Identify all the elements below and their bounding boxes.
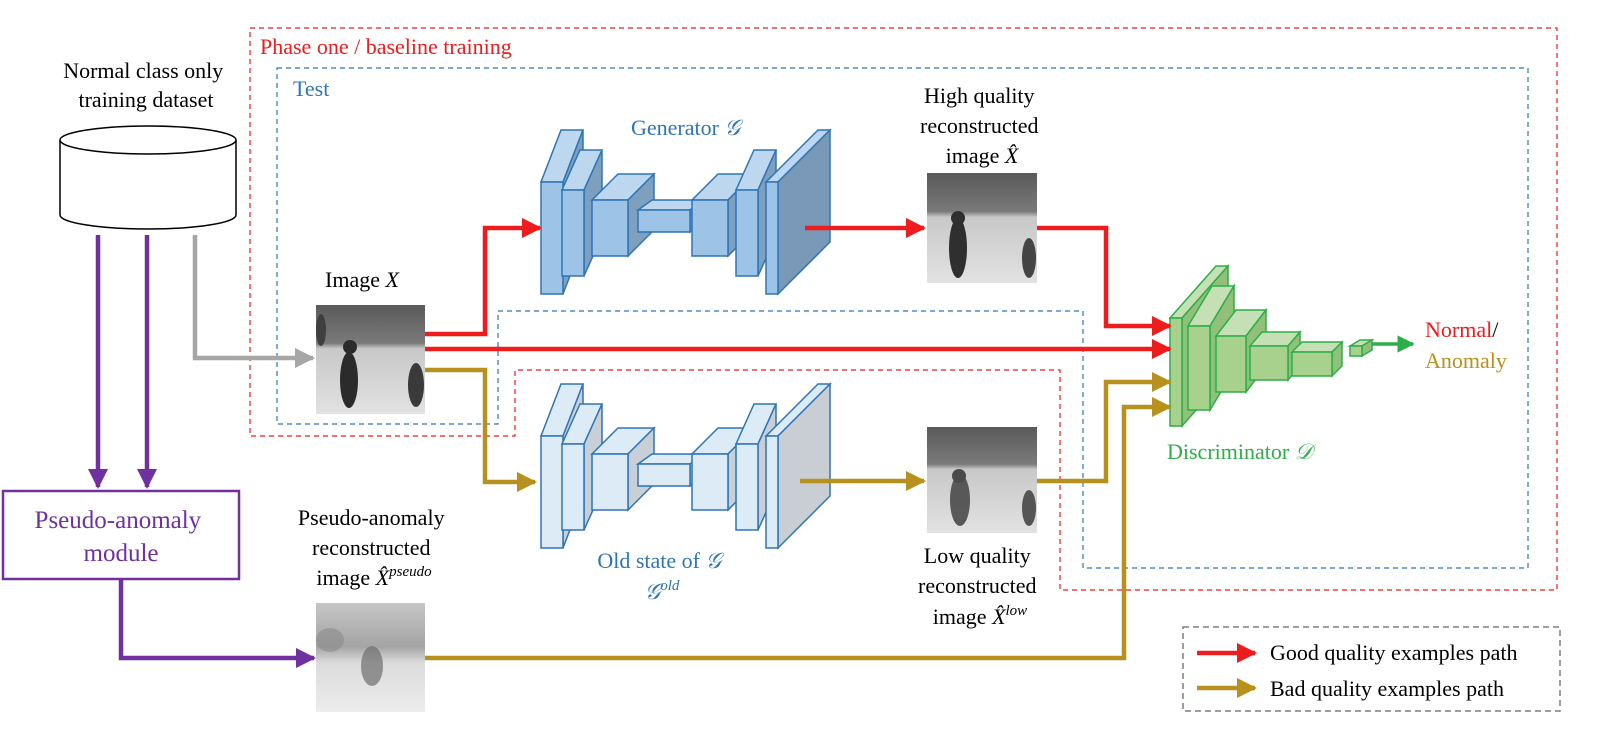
purple-dataset-arrows <box>87 235 317 669</box>
phase-one-label: Phase one / baseline training <box>260 34 512 59</box>
discriminator-layer-6 <box>1347 338 1375 358</box>
pseudo-anomaly-module-label: Pseudo-anomaly module <box>35 507 208 567</box>
image-x-label: Image X <box>325 267 400 292</box>
test-region <box>276 67 1529 569</box>
pseudo-anomaly-reconstructed-image <box>316 603 425 712</box>
dataset-label: Normal class only training dataset <box>63 58 229 112</box>
dataset-cylinder-icon <box>59 125 237 230</box>
phase-one-region <box>249 27 1558 591</box>
generator-label: Generator 𝒢 <box>631 115 743 140</box>
generator-network <box>539 128 832 296</box>
pseudo-anomaly-module-box <box>1 489 241 581</box>
bad-quality-arrows <box>425 367 1173 661</box>
discriminator-layer-5 <box>1290 340 1344 378</box>
gray-dataset-arrow <box>192 235 316 369</box>
good-quality-arrows <box>425 217 1173 360</box>
low-quality-label: Low quality reconstructed image X̂low <box>918 543 1042 629</box>
old-generator-network <box>539 382 832 550</box>
high-quality-label: High quality reconstructed image X̂ <box>920 83 1044 168</box>
generator-layer-7 <box>764 128 832 296</box>
image-x <box>316 305 425 414</box>
legend-good-label: Good quality examples path <box>1270 640 1517 665</box>
old-generator-layer-7 <box>764 382 832 550</box>
low-quality-reconstructed-image <box>927 427 1037 533</box>
output-label: Normal/ Anomaly <box>1425 317 1507 373</box>
pseudo-recon-label: Pseudo-anomaly reconstructed image X̂pse… <box>298 505 450 590</box>
test-label: Test <box>293 76 329 101</box>
high-quality-reconstructed-image <box>927 173 1037 283</box>
discriminator-label: Discriminator 𝒟 <box>1167 439 1317 464</box>
discriminator-network <box>1168 264 1375 428</box>
legend: Good quality examples path Bad quality e… <box>1182 626 1561 712</box>
legend-bad-label: Bad quality examples path <box>1270 676 1504 701</box>
old-generator-label: Old state of 𝒢 𝒢old <box>597 548 726 604</box>
old-generator-layer-3 <box>590 426 656 512</box>
